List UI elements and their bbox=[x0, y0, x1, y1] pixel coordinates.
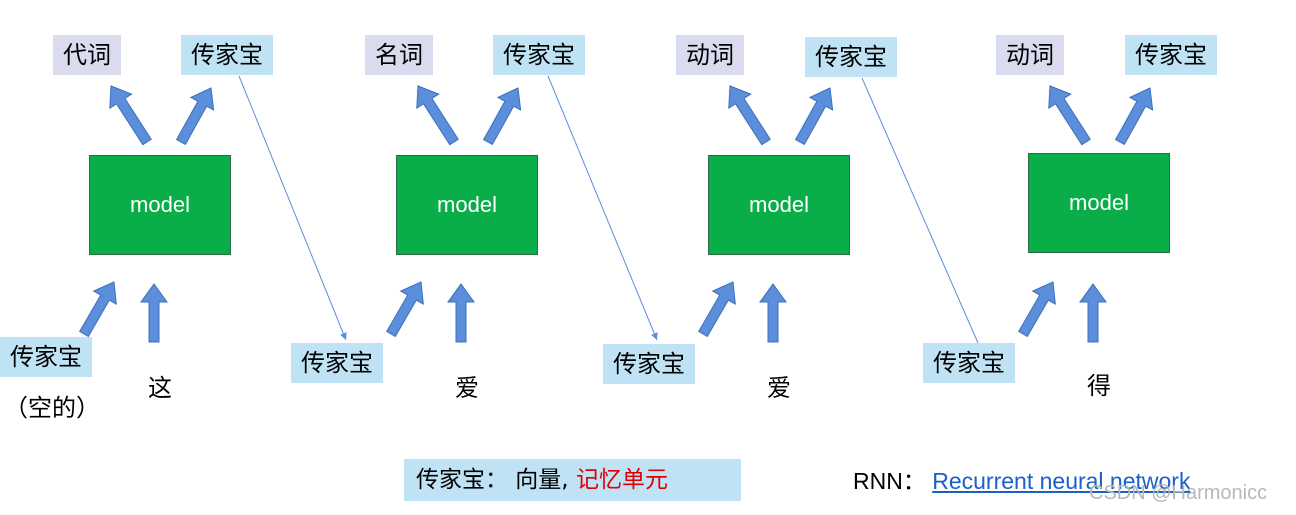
input-arrow-memory-2 bbox=[386, 281, 424, 338]
input-arrow-memory-3 bbox=[698, 281, 736, 338]
output-arrow-memory-4 bbox=[1114, 87, 1154, 146]
pos-tag-output-2: 名词 bbox=[365, 35, 433, 75]
output-arrow-memory-1 bbox=[175, 87, 215, 146]
input-arrow-word-1 bbox=[140, 283, 168, 343]
output-arrow-pos-4 bbox=[1048, 85, 1091, 146]
legend-prefix: 传家宝： 向量, bbox=[416, 467, 576, 493]
input-arrow-word-2 bbox=[447, 283, 475, 343]
model-box-2: model bbox=[396, 155, 538, 255]
memory-carry-line-1-head bbox=[340, 332, 347, 340]
memory-output-1: 传家宝 bbox=[181, 35, 273, 75]
memory-input-1: 传家宝 bbox=[0, 337, 92, 377]
model-box-3: model bbox=[708, 155, 850, 255]
memory-input-3: 传家宝 bbox=[603, 344, 695, 384]
memory-output-4: 传家宝 bbox=[1125, 35, 1217, 75]
pos-tag-output-4: 动词 bbox=[996, 35, 1064, 75]
input-word-2: 爱 bbox=[455, 374, 479, 402]
output-arrow-pos-1 bbox=[109, 85, 152, 146]
legend-highlight: 记忆单元 bbox=[575, 467, 668, 493]
output-arrow-memory-3 bbox=[794, 87, 834, 146]
memory-input-2: 传家宝 bbox=[291, 343, 383, 383]
memory-input-4: 传家宝 bbox=[923, 343, 1015, 383]
legend-box: 传家宝： 向量, 记忆单元 bbox=[404, 459, 741, 501]
rnn-label: RNN： bbox=[853, 468, 933, 494]
memory-output-3: 传家宝 bbox=[805, 37, 897, 77]
memory-carry-line-1 bbox=[238, 75, 347, 341]
rnn-note: RNN： Recurrent neural network bbox=[853, 462, 1190, 496]
memory-carry-line-2-head bbox=[651, 332, 658, 340]
input-arrow-memory-1 bbox=[79, 281, 117, 338]
rnn-link[interactable]: Recurrent neural network bbox=[932, 468, 1191, 494]
input-arrow-word-4 bbox=[1079, 283, 1107, 343]
memory-output-2: 传家宝 bbox=[493, 35, 585, 75]
pos-tag-output-1: 代词 bbox=[53, 35, 121, 75]
input-word-1: 这 bbox=[148, 374, 172, 402]
output-arrow-pos-3 bbox=[728, 85, 771, 146]
input-word-4: 得 bbox=[1087, 372, 1111, 400]
model-box-4: model bbox=[1028, 153, 1170, 253]
pos-tag-output-3: 动词 bbox=[676, 35, 744, 75]
memory-carry-line-3 bbox=[861, 77, 979, 344]
input-arrow-word-3 bbox=[759, 283, 787, 343]
output-arrow-pos-2 bbox=[416, 85, 459, 146]
output-arrow-memory-2 bbox=[482, 87, 522, 146]
input-word-3: 爱 bbox=[767, 374, 791, 402]
input-arrow-memory-4 bbox=[1018, 281, 1056, 338]
memory-carry-line-2 bbox=[547, 75, 658, 341]
model-box-1: model bbox=[89, 155, 231, 255]
empty-note: （空的） bbox=[4, 394, 100, 422]
watermark: CSDN @Harmonicc bbox=[1089, 482, 1268, 504]
